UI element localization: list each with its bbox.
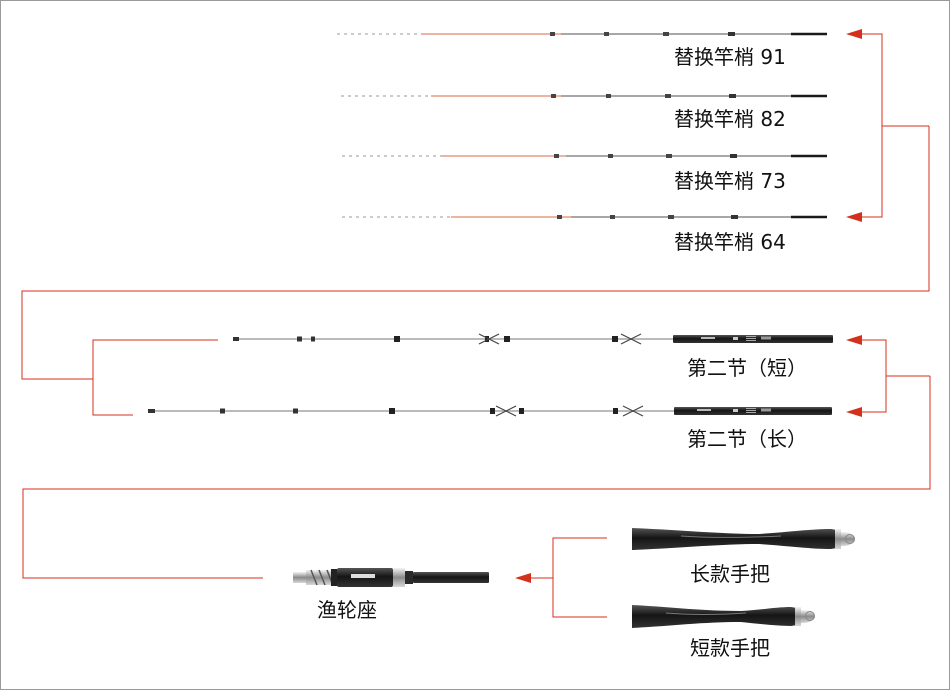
second-section-long-label: 第二节（长） bbox=[687, 427, 807, 451]
arrowhead-icon bbox=[846, 407, 862, 417]
second-section-short-label: 第二节（短） bbox=[687, 356, 807, 380]
rod-tip-73 bbox=[342, 154, 827, 158]
handle-long bbox=[632, 528, 855, 550]
handle-short-label: 短款手把 bbox=[690, 636, 770, 660]
rod-tip-91 bbox=[337, 32, 827, 36]
arrowhead-icon bbox=[846, 212, 862, 222]
tip-label-82: 替换竿梢 82 bbox=[674, 107, 786, 131]
handle-long-label: 长款手把 bbox=[690, 562, 770, 586]
reel-seat-label: 渔轮座 bbox=[317, 598, 377, 622]
handle-short bbox=[632, 605, 815, 628]
second-section-short bbox=[233, 333, 833, 345]
arrowhead-icon bbox=[846, 29, 862, 39]
rod-tip-82 bbox=[341, 94, 827, 98]
tip-label-73: 替换竿梢 73 bbox=[674, 169, 786, 193]
arrowhead-icon bbox=[846, 335, 862, 345]
tip-label-91: 替换竿梢 91 bbox=[674, 45, 786, 69]
reel-seat bbox=[293, 568, 489, 587]
rod-tip-64 bbox=[342, 215, 827, 219]
arrowhead-icon bbox=[515, 573, 531, 583]
second-section-long bbox=[148, 405, 832, 417]
connector-lines bbox=[21, 33, 931, 618]
tip-label-64: 替换竿梢 64 bbox=[674, 230, 786, 254]
